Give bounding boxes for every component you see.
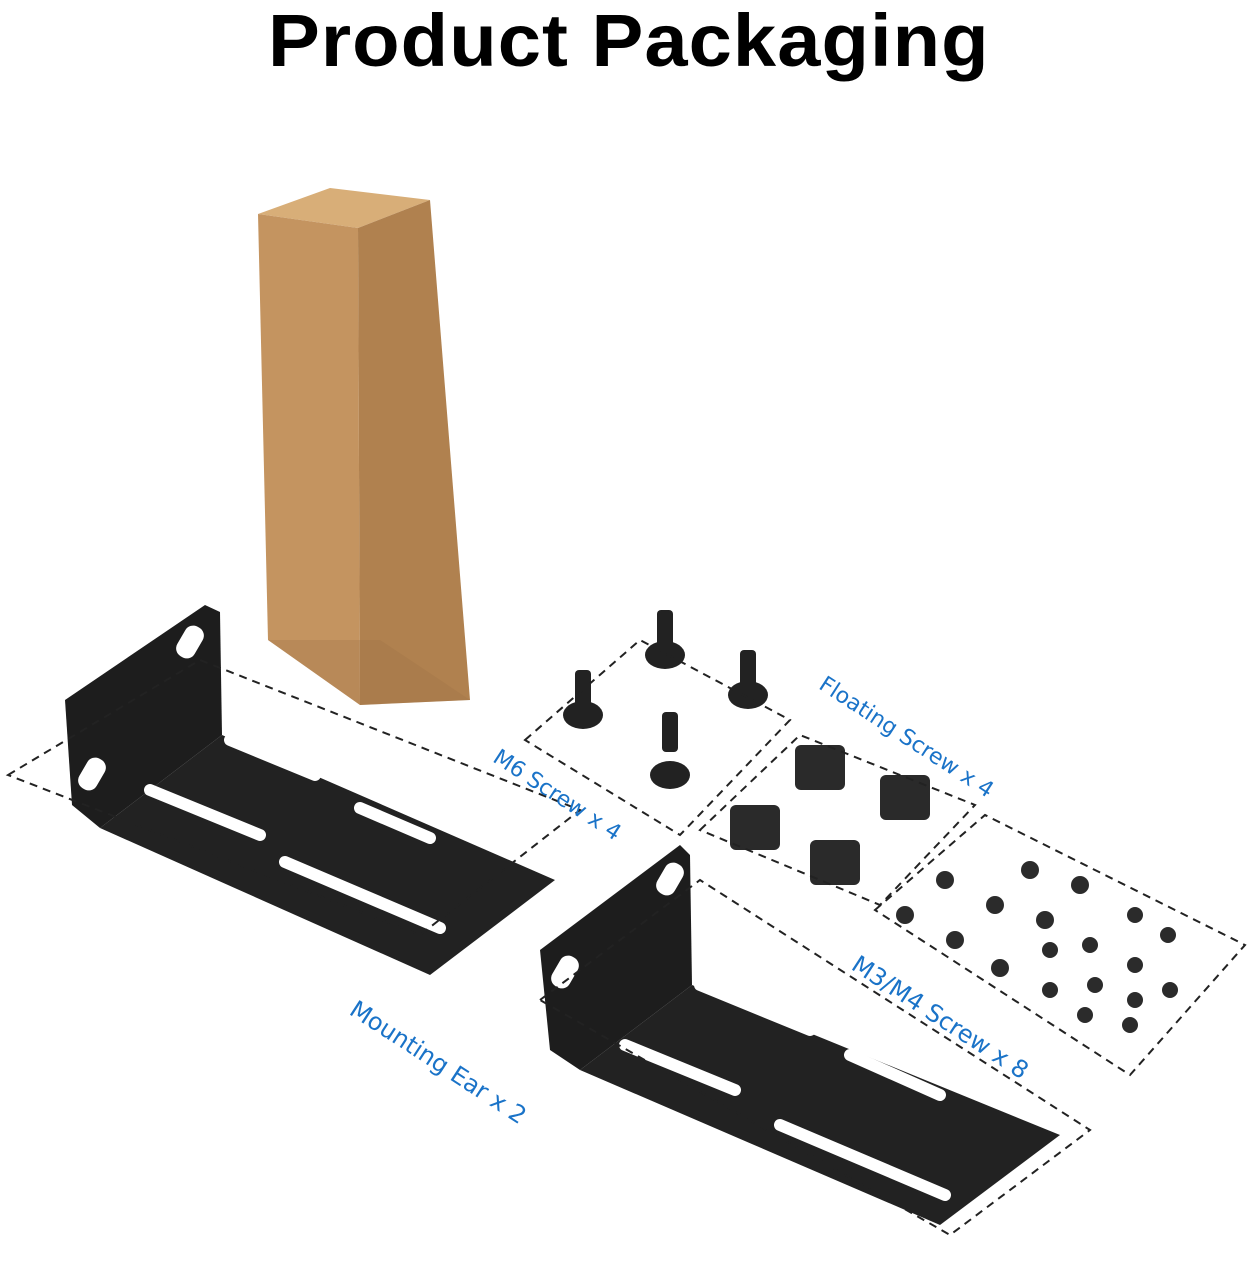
floating-screws-image: [730, 745, 930, 885]
cardboard-box-image: [258, 188, 470, 705]
m6-screws-image: [563, 610, 768, 789]
page-title: Product Packaging: [268, 0, 990, 82]
mounting-ear-image-1: [65, 605, 555, 975]
mounting-ear-image-2: [540, 845, 1060, 1225]
dashed-outlines: [5, 638, 1247, 1237]
m3-m4-screws-image: [896, 861, 1178, 1033]
